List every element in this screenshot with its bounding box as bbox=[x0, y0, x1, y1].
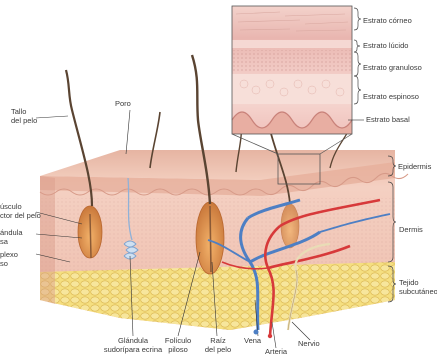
label-glandula-2: sa bbox=[0, 238, 8, 247]
label-dermis: Dermis bbox=[399, 226, 423, 235]
label-musculo-2: ctor del pelo bbox=[0, 212, 41, 221]
label-arteria: Arteria bbox=[265, 348, 287, 357]
label-raiz-2: del pelo bbox=[197, 346, 239, 355]
label-estrato-espinoso: Estrato espinoso bbox=[363, 93, 419, 102]
label-vena: Vena bbox=[244, 337, 261, 346]
label-plexo-2: so bbox=[0, 260, 8, 269]
label-epidermis: Epidermis bbox=[398, 163, 431, 172]
label-estrato-granuloso: Estrato granuloso bbox=[363, 64, 422, 73]
label-nervio: Nervio bbox=[298, 340, 320, 349]
epidermis-inset bbox=[232, 6, 352, 134]
label-foliculo-2: piloso bbox=[158, 346, 198, 355]
label-estrato-basal: Estrato basal bbox=[366, 116, 410, 125]
label-tejido-2: subcutáneo bbox=[399, 288, 437, 297]
label-tallo-2: del pelo bbox=[11, 117, 37, 126]
label-estrato-lucido: Estrato lúcido bbox=[363, 42, 408, 51]
label-estrato-corneo: Estrato córneo bbox=[363, 17, 412, 26]
subcutaneous-fat bbox=[40, 262, 395, 330]
label-poro: Poro bbox=[115, 100, 131, 109]
